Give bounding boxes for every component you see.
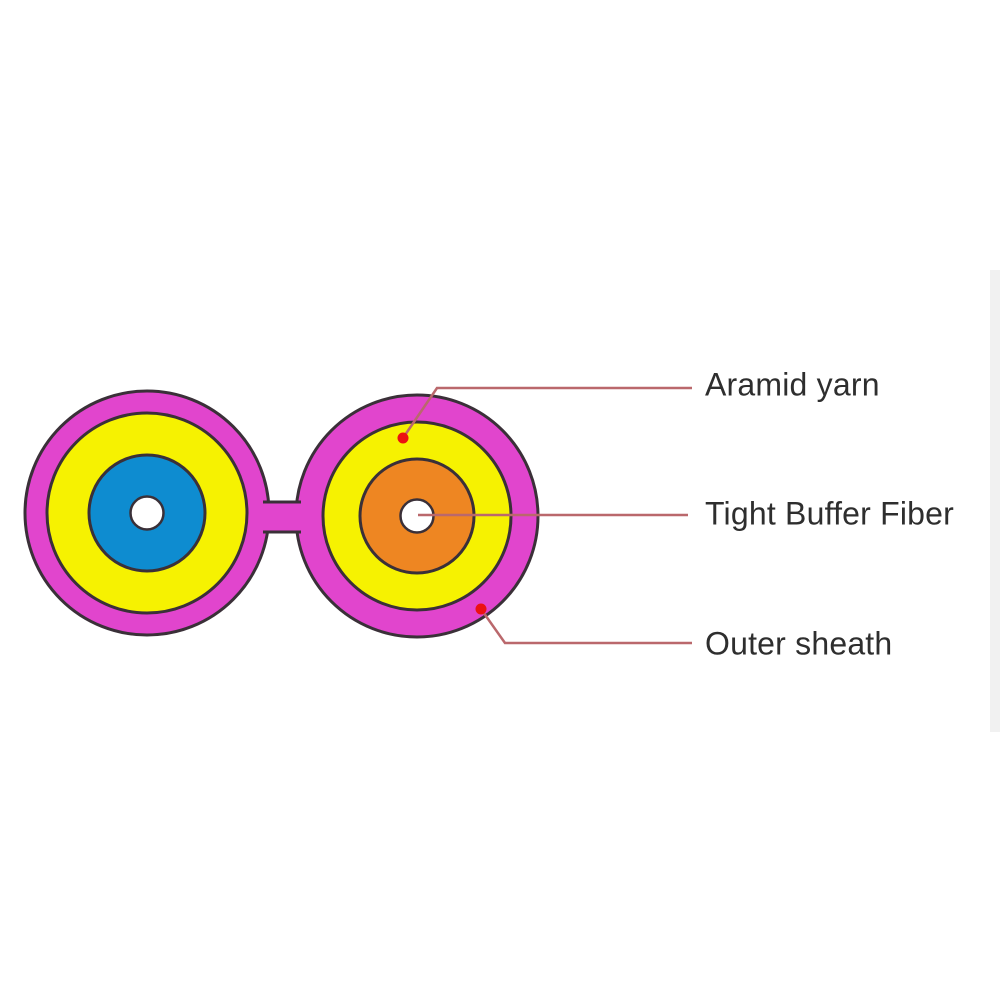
label-outer-sheath: Outer sheath [705, 625, 893, 662]
aramid-yarn-leader-line [401, 386, 692, 439]
sheath-bridge [258, 502, 306, 532]
aramid-yarn-pointer-dot [397, 432, 409, 444]
label-tight-buffer-fiber: Tight Buffer Fiber [705, 495, 955, 532]
scrollbar-track[interactable] [990, 270, 1000, 732]
outer-sheath-pointer-dot [475, 603, 487, 615]
label-aramid-yarn: Aramid yarn [705, 366, 880, 403]
outer-sheath-leader-line [479, 608, 692, 645]
left-fiber-core-hole [129, 495, 165, 531]
